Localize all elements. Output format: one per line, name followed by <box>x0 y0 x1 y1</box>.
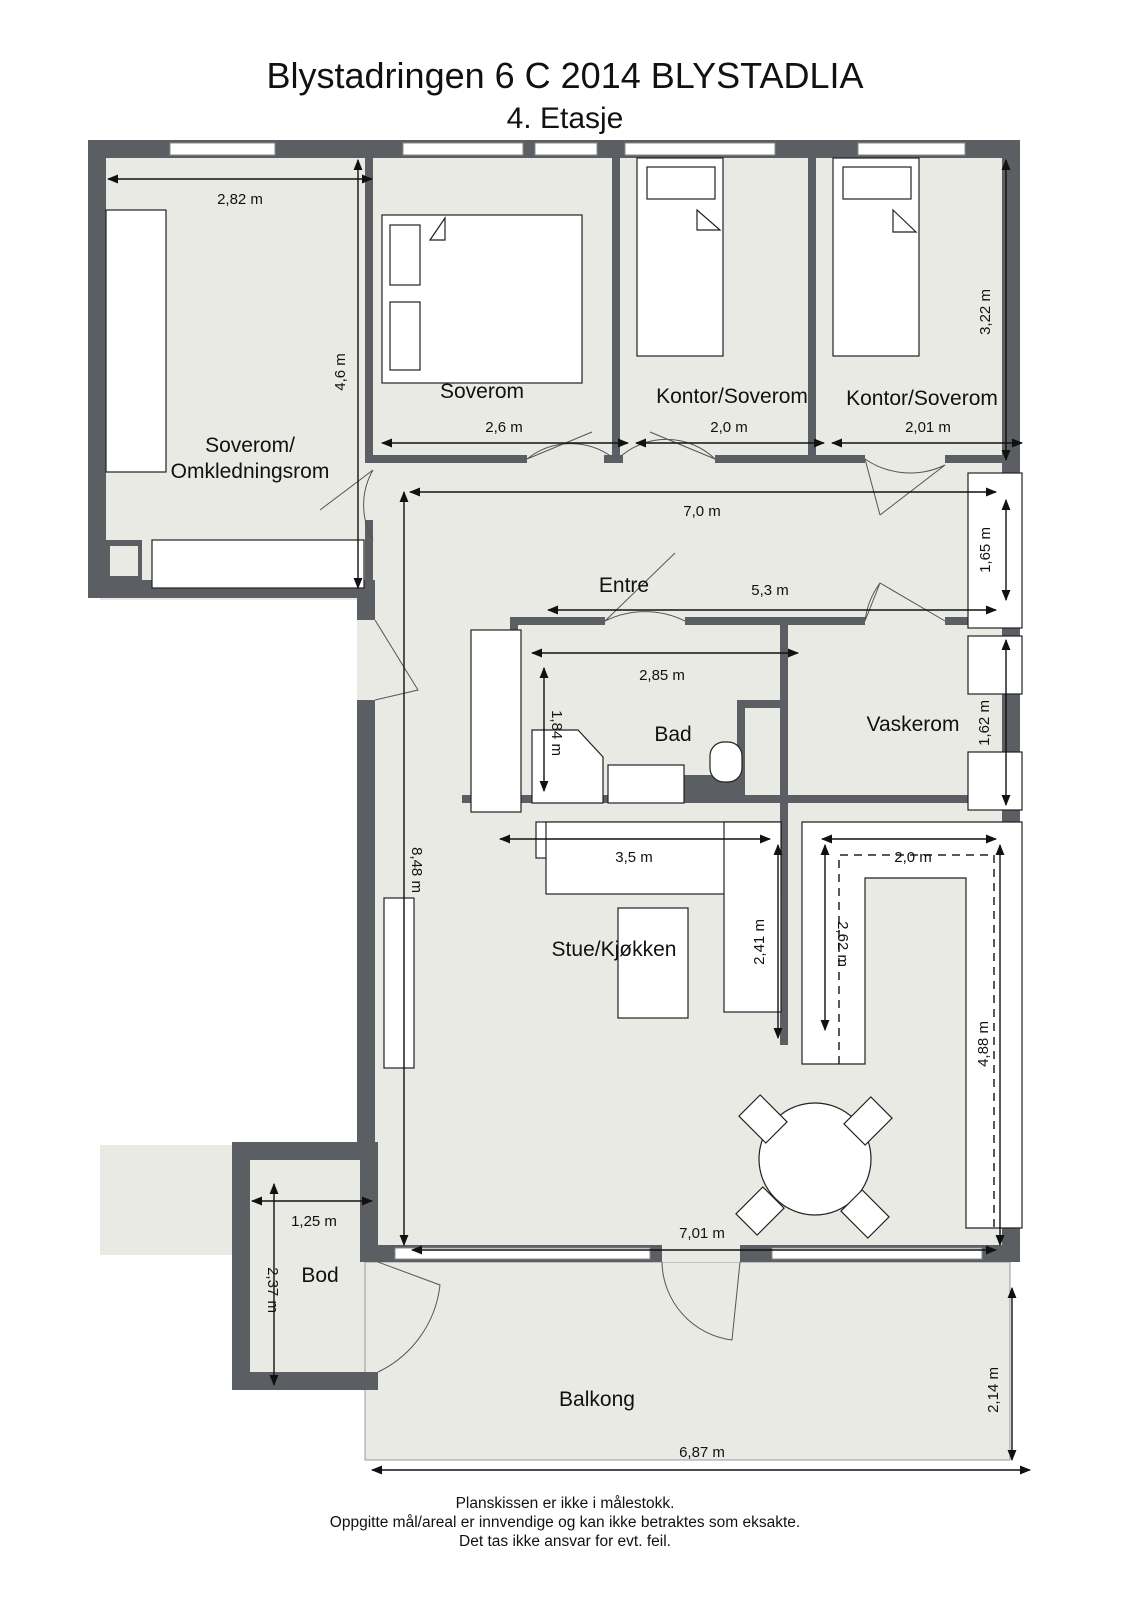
dim-label: 2,01 m <box>905 419 951 436</box>
dim-label: 2,41 m <box>751 919 768 965</box>
dim-label: 8,48 m <box>408 847 425 893</box>
wardrobe <box>105 209 167 473</box>
sink <box>607 764 685 804</box>
machine <box>967 635 1023 695</box>
room-label-kontor-soverom-2: Kontor/Soverom <box>846 387 998 410</box>
dim-label: 7,0 m <box>683 503 721 520</box>
room-label-vaskerom: Vaskerom <box>867 713 960 736</box>
dim-label: 3,22 m <box>977 289 994 335</box>
disclaimer-line-2: Oppgitte mål/areal er innvendige og kan … <box>330 1514 800 1531</box>
room-label-bod: Bod <box>301 1264 338 1287</box>
toilet <box>709 741 743 783</box>
room-label-soverom: Soverom <box>440 380 524 403</box>
dim-label: 4,88 m <box>975 1021 992 1067</box>
dim-label: 2,82 m <box>217 191 263 208</box>
dim-label: 2,62 m <box>834 921 851 967</box>
room-label-kontor-soverom-1: Kontor/Soverom <box>656 385 808 408</box>
dim-label: 2,37 m <box>264 1267 281 1313</box>
furniture <box>105 157 1023 1239</box>
room-label-soverom-omkledningsrom-2: Omkledningsrom <box>171 460 330 483</box>
room-label-entre: Entre <box>599 574 649 597</box>
dim-label: 4,6 m <box>332 353 349 391</box>
room-label-soverom-omkledningsrom: Soverom/ <box>205 434 295 457</box>
disclaimer-line-3: Det tas ikke ansvar for evt. feil. <box>459 1533 671 1550</box>
dim-label: 1,62 m <box>976 700 993 746</box>
dim-label: 2,85 m <box>639 667 685 684</box>
dim-label: 2,14 m <box>985 1367 1002 1413</box>
dimension-labels: 2,82 m 4,6 m 2,6 m 2,0 m 2,01 m 3,22 m 7… <box>217 191 1002 1461</box>
dim-label: 2,0 m <box>894 849 932 866</box>
dim-label: 7,01 m <box>679 1225 725 1242</box>
room-label-bad: Bad <box>654 723 691 746</box>
plan-subtitle: 4. Etasje <box>507 102 624 135</box>
dimension-lines <box>106 158 1032 1475</box>
machine <box>967 751 1023 811</box>
tv-bench <box>383 897 415 1069</box>
plan-title: Blystadringen 6 C 2014 BLYSTADLIA <box>267 55 864 96</box>
dim-label: 5,3 m <box>751 582 789 599</box>
room-labels: Soverom/ Omkledningsrom Soverom Kontor/S… <box>171 380 998 1411</box>
dining-table <box>758 1102 872 1216</box>
dim-label: 2,6 m <box>485 419 523 436</box>
dim-label: 2,0 m <box>710 419 748 436</box>
sofa-corner <box>723 821 782 1013</box>
dim-label: 1,84 m <box>548 710 565 756</box>
kitchen-counter <box>801 821 1023 1229</box>
dim-label: 1,25 m <box>291 1213 337 1230</box>
disclaimer-line-1: Planskissen er ikke i målestokk. <box>456 1495 675 1512</box>
room-label-balkong: Balkong <box>559 1388 635 1411</box>
wardrobe <box>151 539 365 589</box>
dim-label: 1,65 m <box>977 527 994 573</box>
closet <box>967 472 1023 629</box>
dim-label: 3,5 m <box>615 849 653 866</box>
cabinet <box>470 629 522 813</box>
room-label-stue-kjokken: Stue/Kjøkken <box>552 938 677 961</box>
shower <box>531 729 604 804</box>
coffee-table <box>617 907 689 1019</box>
dim-label: 6,87 m <box>679 1444 725 1461</box>
